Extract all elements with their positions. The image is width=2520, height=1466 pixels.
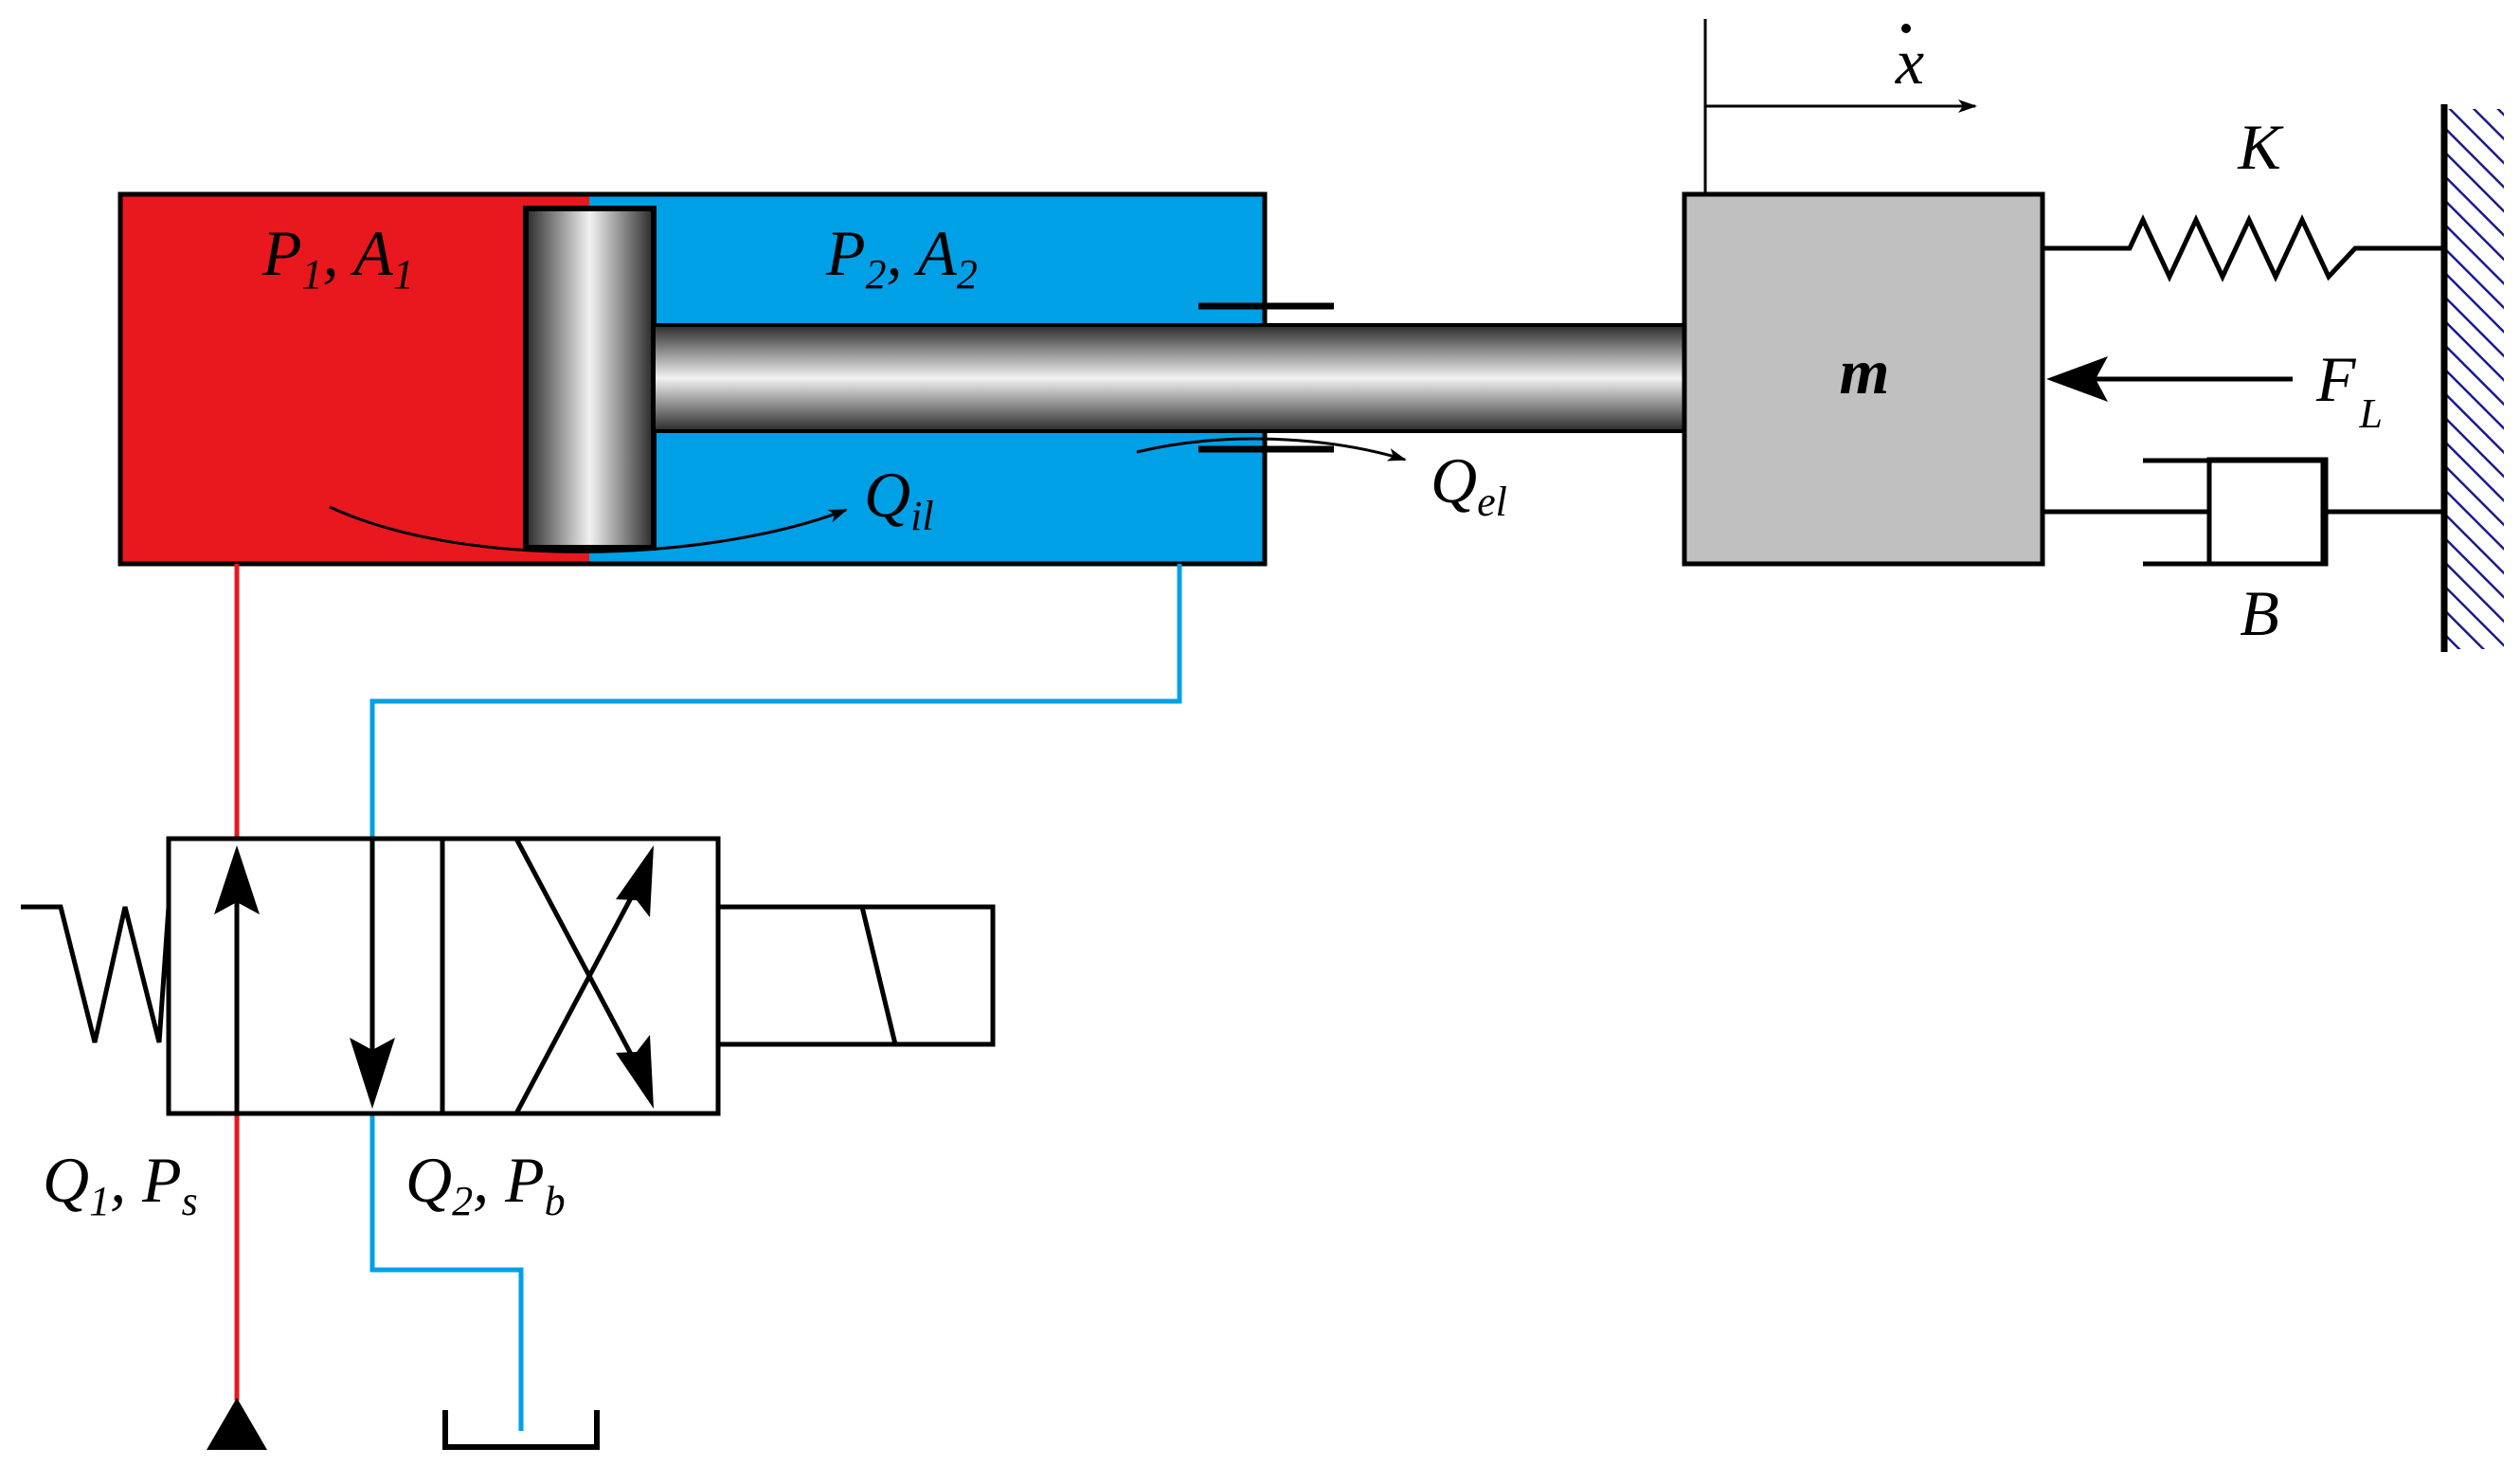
- velocity-label: x: [1895, 26, 1924, 98]
- mass-block: [1682, 191, 2045, 567]
- chamber-2-label: P2, A2: [825, 217, 978, 298]
- pump-triangle: [207, 1398, 267, 1450]
- valve-cross-arrow-b: [513, 837, 638, 1063]
- chamber-1-high-pressure: [120, 194, 589, 564]
- spring-k: [2043, 214, 2444, 282]
- piston: [523, 206, 657, 551]
- damper-label: B: [2240, 577, 2279, 649]
- piston-rod: [652, 323, 1686, 433]
- internal-leakage-label: Qil: [864, 459, 934, 539]
- chamber-1-label: P1, A1: [261, 217, 414, 298]
- valve-cross-arrowhead-a: [616, 845, 654, 917]
- port-1-label: Q1, Ps: [43, 1144, 198, 1224]
- valve-arrowhead-down: [350, 1038, 395, 1109]
- valve-cross-arrowhead-b: [616, 1035, 654, 1109]
- valve-cross-arrow-a: [513, 889, 638, 1115]
- damper-piston: [2206, 457, 2329, 567]
- external-leakage-label: Qel: [1431, 444, 1507, 525]
- valve-solenoid-slash: [859, 906, 898, 1045]
- spring-label: K: [2237, 111, 2284, 183]
- mass-label: m: [1840, 335, 1890, 407]
- tank-symbol: [442, 1410, 600, 1450]
- ground-wall-hatch: [2447, 109, 2504, 649]
- valve-return-spring: [21, 904, 171, 1043]
- valve-arrowhead-up: [214, 845, 260, 914]
- external-leakage-arrow: [1136, 437, 1407, 462]
- port-2-label: Q2, Pb: [405, 1144, 566, 1224]
- internal-leakage-arrow: [329, 505, 848, 553]
- velocity-dot: [1901, 24, 1911, 33]
- load-force-label: FL: [2315, 343, 2383, 437]
- load-force-arrowhead: [2046, 356, 2108, 402]
- valve-solenoid: [715, 904, 996, 1047]
